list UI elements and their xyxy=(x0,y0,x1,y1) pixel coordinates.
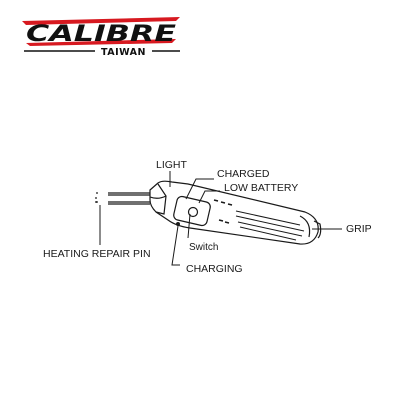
brand-logo: CALIBRE TAIWAN xyxy=(22,17,180,58)
grip-end-cap xyxy=(299,215,311,238)
logo-swoosh-top xyxy=(22,17,180,25)
logo-swoosh-bottom xyxy=(26,39,176,46)
label-heating-repair-pin: HEATING REPAIR PIN xyxy=(43,248,151,260)
leader-lines xyxy=(99,171,342,266)
label-charging: CHARGING xyxy=(186,263,243,275)
brand-name: CALIBRE xyxy=(26,22,176,47)
label-light: LIGHT xyxy=(156,159,188,171)
switch-button xyxy=(187,206,199,218)
led-indicators xyxy=(213,199,233,224)
grip-ridges xyxy=(235,210,305,241)
brand-tagline: TAIWAN xyxy=(101,47,146,58)
heating-repair-pins xyxy=(95,192,150,205)
label-low-battery: LOW BATTERY xyxy=(224,182,298,194)
label-charged: CHARGED xyxy=(217,168,270,180)
label-grip: GRIP xyxy=(346,223,372,235)
leader-charging xyxy=(171,225,180,266)
leader-switch xyxy=(187,213,191,239)
callout-labels: LIGHT CHARGED LOW BATTERY GRIP HEATING R… xyxy=(43,159,372,275)
tool-nose xyxy=(155,183,167,215)
leader-charged xyxy=(185,178,214,200)
leader-low-battery xyxy=(198,190,220,204)
label-switch: Switch xyxy=(189,242,218,253)
